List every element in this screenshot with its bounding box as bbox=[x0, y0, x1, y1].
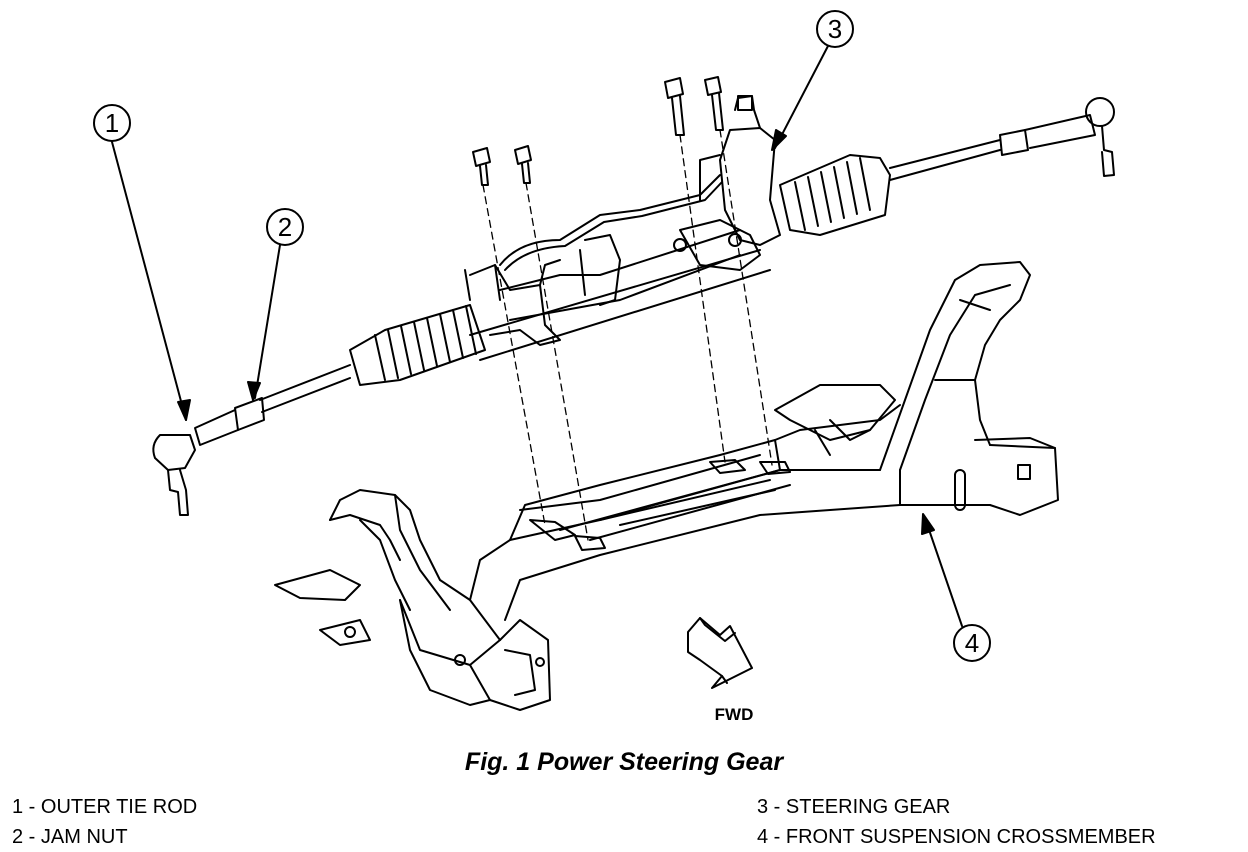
callout-4-leader bbox=[924, 517, 963, 627]
callout-3-circle bbox=[816, 10, 854, 48]
legend-item-1: 1 - OUTER TIE ROD bbox=[12, 796, 198, 818]
callout-4-number: 4 bbox=[965, 628, 979, 658]
callout-1-arrowhead bbox=[177, 399, 191, 421]
callout-2-leader bbox=[254, 244, 281, 399]
callout-3-arrowhead bbox=[771, 129, 787, 151]
callout-1-number: 1 bbox=[105, 108, 119, 138]
callout-4-arrowhead bbox=[921, 513, 935, 535]
legend-item-4: 4 - FRONT SUSPENSION CROSSMEMBER bbox=[757, 826, 1156, 848]
callout-numbers: 1 2 3 4 FWD bbox=[105, 14, 979, 724]
callout-2 bbox=[247, 208, 304, 401]
steering-gear bbox=[349, 95, 1115, 386]
callout-4 bbox=[921, 513, 991, 662]
callout-3-leader bbox=[774, 45, 829, 149]
fwd-arrow-icon bbox=[687, 617, 753, 689]
fwd-label: FWD bbox=[715, 705, 754, 724]
callout-3 bbox=[771, 10, 854, 151]
jam-nut-shape bbox=[234, 397, 265, 431]
callout-2-arrowhead bbox=[247, 381, 261, 401]
callout-3-number: 3 bbox=[828, 14, 842, 44]
legend-item-3: 3 - STEERING GEAR bbox=[757, 796, 951, 818]
callout-1 bbox=[93, 104, 191, 421]
alignment-lines bbox=[482, 129, 773, 541]
callout-2-number: 2 bbox=[278, 212, 292, 242]
callout-2-circle bbox=[266, 208, 304, 246]
legend-item-2: 2 - JAM NUT bbox=[12, 826, 128, 848]
figure-caption: Fig. 1 Power Steering Gear bbox=[464, 748, 784, 776]
outer-tie-rod bbox=[152, 364, 351, 516]
front-suspension-crossmember bbox=[274, 261, 1059, 711]
mounting-bolts bbox=[472, 76, 724, 186]
callout-1-leader bbox=[111, 141, 187, 421]
callout-4-circle bbox=[953, 624, 991, 662]
